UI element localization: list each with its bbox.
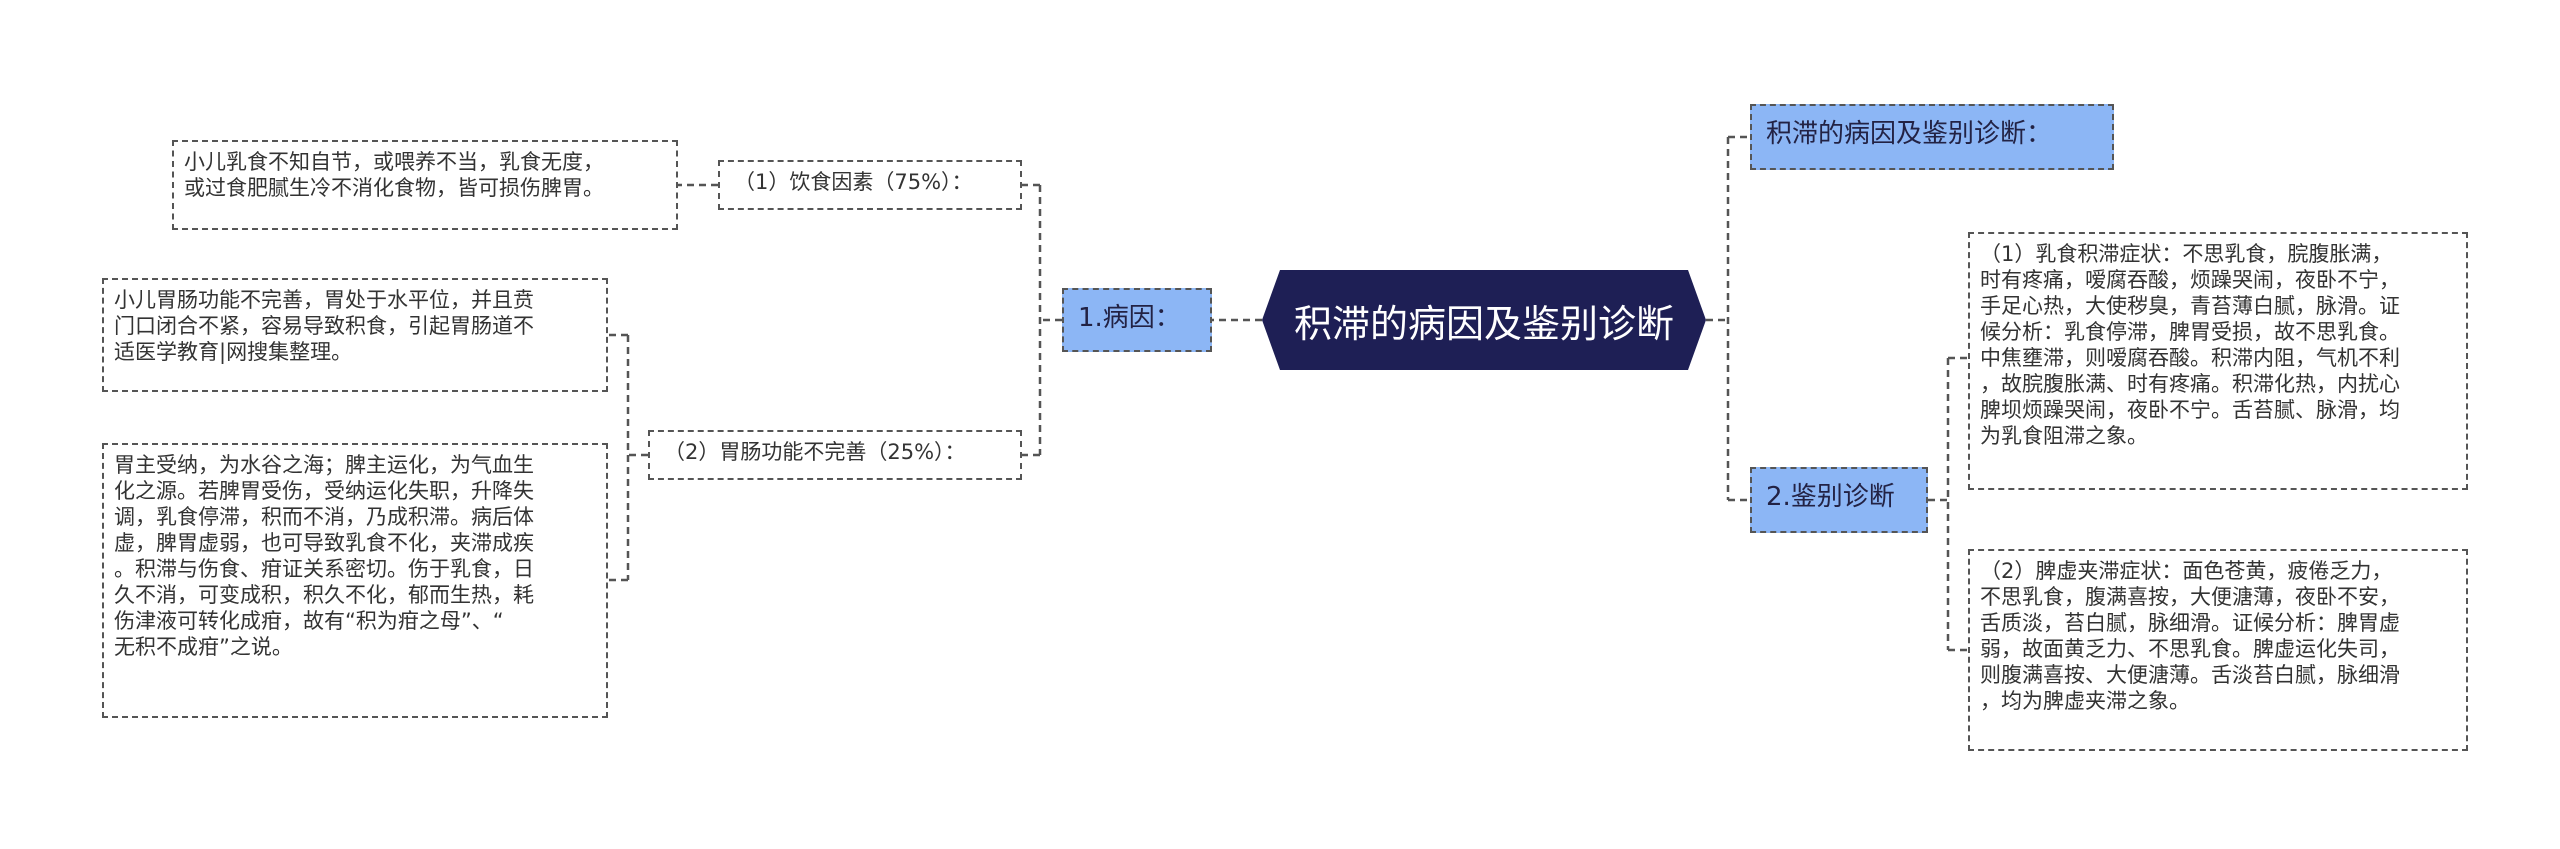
diagnosis-detail-1[interactable]: （1）乳食积滞症状：不思乳食，脘腹胀满， 时有疼痛，嗳腐吞酸，烦躁哭闹，夜卧不宁… <box>1968 232 2468 490</box>
diagnosis-detail-2[interactable]: （2）脾虚夹滞症状：面色苍黄，疲倦乏力， 不思乳食，腹满喜按，大便溏薄，夜卧不安… <box>1968 549 2468 751</box>
connector-gut-details <box>608 333 648 582</box>
diet-detail[interactable]: 小儿乳食不知自节，或喂养不当，乳食无度， 或过食肥腻生冷不消化食物，皆可损伤脾胃… <box>172 140 678 230</box>
connector-cause-items <box>1022 183 1062 457</box>
branch-heading[interactable]: 积滞的病因及鉴别诊断： <box>1750 104 2114 170</box>
gut-detail-2[interactable]: 胃主受纳，为水谷之海；脾主运化，为气血生 化之源。若脾胃受伤，受纳运化失职，升降… <box>102 443 608 718</box>
central-topic-shape <box>1262 270 1706 370</box>
branch-diagnosis[interactable]: 2.鉴别诊断 <box>1750 467 1928 533</box>
central-topic[interactable]: 积滞的病因及鉴别诊断 <box>1262 270 1706 370</box>
connector-diagnosis-details <box>1928 356 1968 652</box>
branch-cause[interactable]: 1.病因： <box>1062 288 1212 352</box>
gut-detail-1[interactable]: 小儿胃肠功能不完善，胃处于水平位，并且贲 门口闭合不紧，容易导致积食，引起胃肠道… <box>102 278 608 392</box>
central-topic-title: 积滞的病因及鉴别诊断 <box>1293 301 1674 346</box>
connector-central-right <box>1706 135 1750 502</box>
cause-item-gut[interactable]: （2）胃肠功能不完善（25%）： <box>648 430 1022 480</box>
cause-item-diet[interactable]: （1）饮食因素（75%）： <box>718 160 1022 210</box>
